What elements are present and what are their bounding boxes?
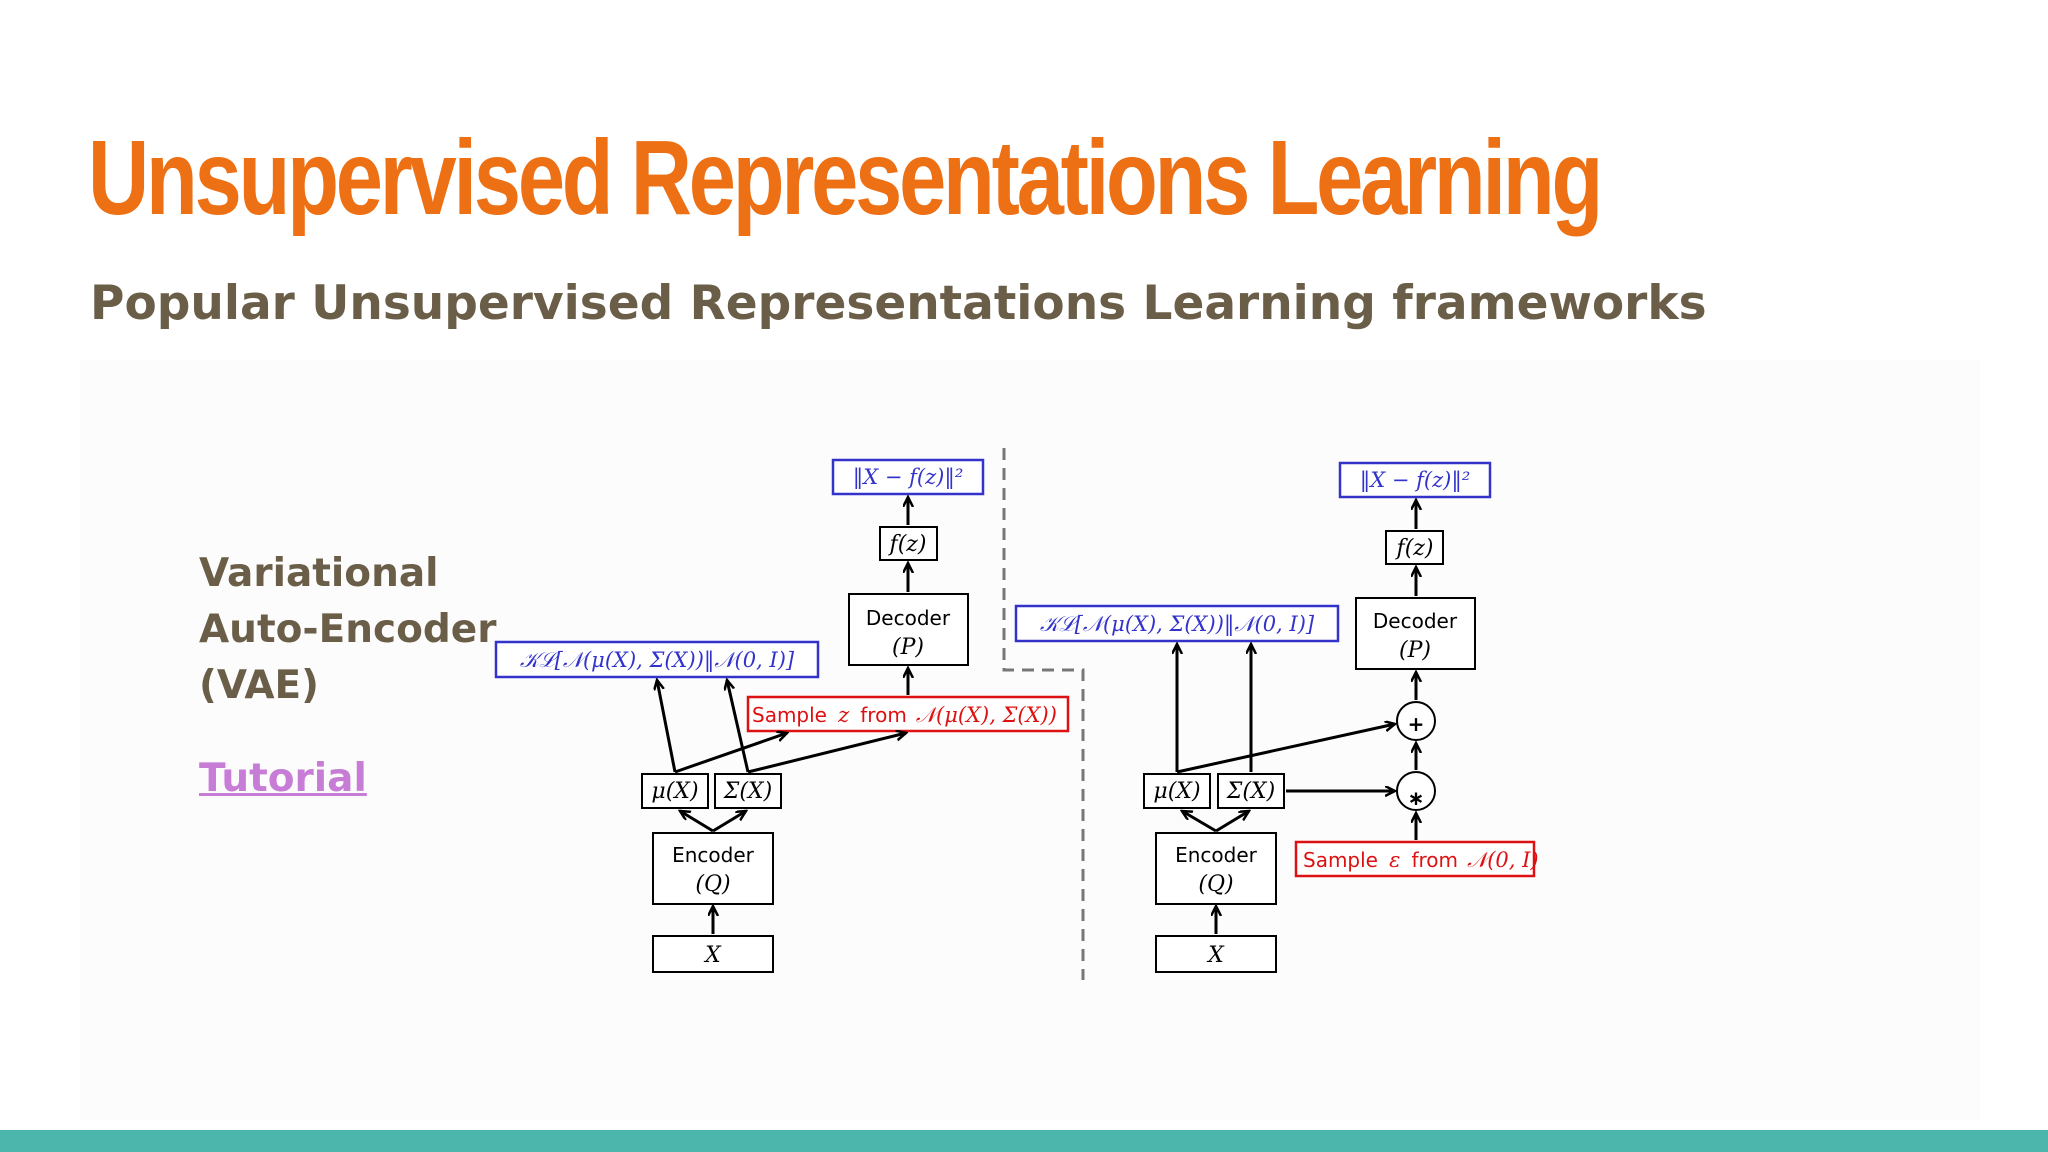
right-encoder-label: Encoder [1175,843,1258,867]
right-decoder-box [1355,597,1476,670]
right-sample-text: Sample ε from 𝒩(0, I) [1303,848,1539,872]
slide-subtitle: Popular Unsupervised Representations Lea… [90,276,1707,331]
right-arrows [1177,500,1416,934]
right-input-box [1155,935,1277,973]
right-encoder-box [1155,832,1277,905]
right-mu-text: μ(X) [1153,779,1200,804]
right-encoder-symbol: (Q) [1198,872,1233,897]
left-kl-text: 𝒦ℒ[𝒩(μ(X), Σ(X))‖𝒩(0, I)] [520,648,795,673]
tutorial-link[interactable]: Tutorial [199,756,367,801]
left-sample-box [746,695,1070,733]
left-kl-box [494,640,820,679]
right-plus-text: + [1408,712,1425,736]
right-fz-text: f(z) [1395,536,1434,561]
left-mu-text: μ(X) [651,779,698,804]
left-decoder-box [848,593,969,666]
left-mu-box [641,773,709,809]
left-decoder-label: Decoder [866,606,951,630]
left-fz-box [879,526,938,561]
right-mu-box [1143,773,1211,809]
slide-title: Unsupervised Representations Learning [88,119,1603,237]
model-label-line: (VAE) [199,663,320,708]
right-decoder-symbol: (P) [1399,638,1431,663]
model-label-line: Variational [199,551,439,596]
right-times-node [1396,771,1436,811]
figure-background [80,360,1980,1120]
right-loss-box [1338,461,1492,499]
left-arrows [657,497,908,934]
left-input-box [652,935,774,973]
left-encoder-label: Encoder [672,843,755,867]
left-loss-box [831,458,985,496]
diagram-divider [1002,448,1085,980]
left-network: ‖X − f(z)‖² f(z) Decoder (P) 𝒦ℒ[𝒩(μ(X), … [494,458,1070,973]
right-fz-box [1385,530,1444,565]
right-sigma-box [1217,773,1285,809]
left-encoder-box [652,832,774,905]
right-input-text: X [1206,943,1225,968]
right-times-text: ∗ [1408,786,1425,810]
left-sigma-box [714,773,782,809]
left-fz-text: f(z) [888,532,927,557]
right-kl-box [1014,604,1340,643]
right-sigma-text: Σ(X) [1226,779,1275,804]
right-kl-text: 𝒦ℒ[𝒩(μ(X), Σ(X))‖𝒩(0, I)] [1040,612,1315,637]
bottom-accent-bar [0,1130,2048,1152]
left-encoder-symbol: (Q) [695,872,730,897]
left-loss-text: ‖X − f(z)‖² [853,465,964,490]
left-input-text: X [703,943,722,968]
model-label-line: Auto-Encoder [199,607,497,652]
model-label: Variational Auto-Encoder (VAE) [199,546,529,714]
right-decoder-label: Decoder [1373,609,1458,633]
right-network: ‖X − f(z)‖² f(z) Decoder (P) 𝒦ℒ[𝒩(μ(X), … [1014,461,1539,973]
left-decoder-symbol: (P) [892,635,924,660]
right-sample-box [1294,840,1536,878]
right-loss-text: ‖X − f(z)‖² [1360,468,1471,493]
left-sample-text: Sample z from 𝒩(μ(X), Σ(X)) [752,703,1057,727]
left-sigma-text: Σ(X) [723,779,772,804]
